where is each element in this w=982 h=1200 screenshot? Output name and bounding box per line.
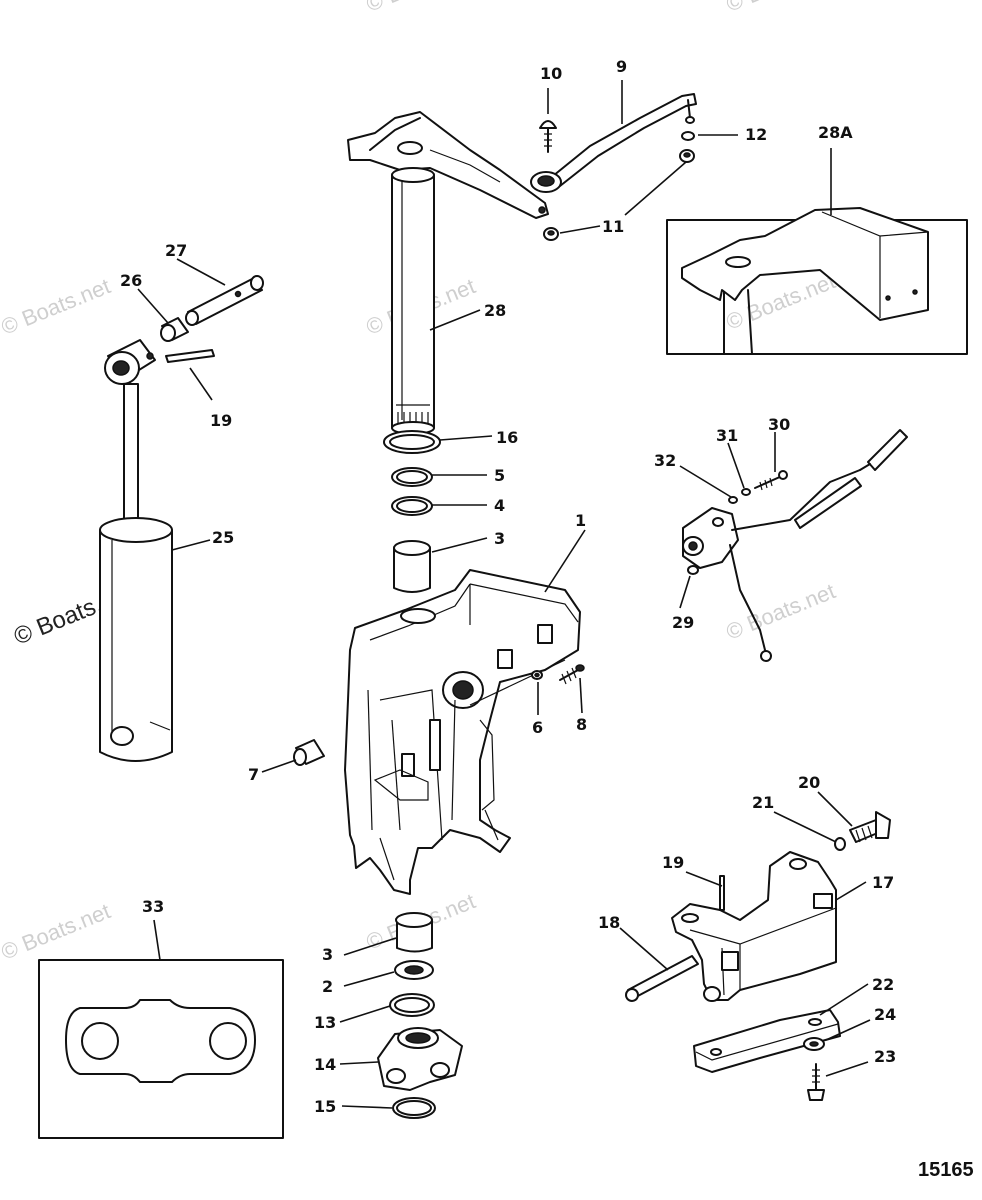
callout-labels: 10 9 12 28A 11 27 26 28 19 16 5 4 3 1 25… xyxy=(120,57,896,1116)
part-3-bushing-bottom xyxy=(395,912,433,953)
callout-12: 12 xyxy=(745,125,767,144)
figure-number: 15165 xyxy=(918,1159,974,1181)
part-22-plate xyxy=(693,1009,841,1073)
callout-19-top: 19 xyxy=(210,411,232,430)
part-3-bushing-top xyxy=(393,540,431,593)
part-19-pin-clamp xyxy=(719,875,725,911)
part-10-bolt xyxy=(539,120,557,153)
callout-8: 8 xyxy=(576,715,587,734)
callout-33: 33 xyxy=(142,897,164,916)
callout-13: 13 xyxy=(314,1013,336,1032)
callout-19-clamp: 19 xyxy=(662,853,684,872)
part-13-retainer xyxy=(389,993,435,1017)
callout-16: 16 xyxy=(496,428,518,447)
callout-1: 1 xyxy=(575,511,586,530)
watermark-text: © Boats.net xyxy=(363,0,479,17)
callout-28a: 28A xyxy=(818,123,853,142)
callout-27: 27 xyxy=(165,241,187,260)
callout-6: 6 xyxy=(532,718,543,737)
callout-17: 17 xyxy=(872,873,894,892)
part-16-washer xyxy=(383,430,441,454)
part-32-washer xyxy=(728,496,738,504)
part-26-bushing xyxy=(160,317,189,342)
watermark-text: © Boats.net xyxy=(0,273,114,339)
part-1-swivel-bracket xyxy=(344,569,581,895)
callout-5: 5 xyxy=(494,466,505,485)
callout-14: 14 xyxy=(314,1055,336,1074)
callout-32: 32 xyxy=(654,451,676,470)
part-8-screw xyxy=(559,664,585,685)
callout-9: 9 xyxy=(616,57,627,76)
part-15-snap-ring xyxy=(392,1097,436,1119)
part-33-gasket-box xyxy=(38,959,284,1139)
callout-11: 11 xyxy=(602,217,624,236)
part-11-nuts xyxy=(543,149,695,241)
part-2-seal xyxy=(394,960,434,980)
part-24-washer xyxy=(803,1037,825,1051)
part-19-pin-top xyxy=(165,349,215,363)
callout-15: 15 xyxy=(314,1097,336,1116)
part-12-washer xyxy=(681,131,695,141)
callout-18: 18 xyxy=(598,913,620,932)
callout-29: 29 xyxy=(672,613,694,632)
part-9-link-rod xyxy=(530,93,697,193)
callout-2: 2 xyxy=(322,977,333,996)
part-23-bolt xyxy=(807,1063,825,1101)
watermark-text: © Boats.net xyxy=(0,898,114,964)
callout-26: 26 xyxy=(120,271,142,290)
part-28a-inset xyxy=(666,207,968,355)
part-20-bolt xyxy=(849,811,891,843)
callout-22: 22 xyxy=(872,975,894,994)
part-14-steering-yoke xyxy=(377,1027,463,1091)
part-6-nut xyxy=(531,670,543,680)
callout-30: 30 xyxy=(768,415,790,434)
callout-24: 24 xyxy=(874,1005,896,1024)
part-4-washer xyxy=(391,496,433,516)
callout-3-top: 3 xyxy=(494,529,505,548)
leader-lines xyxy=(137,80,871,1109)
part-27-pin xyxy=(185,275,264,326)
callout-25: 25 xyxy=(212,528,234,547)
part-25-trim-cylinder xyxy=(99,339,173,762)
callout-3-bottom: 3 xyxy=(322,945,333,964)
callout-23: 23 xyxy=(874,1047,896,1066)
callout-28: 28 xyxy=(484,301,506,320)
part-31-washer xyxy=(741,488,751,496)
part-29-trim-sender xyxy=(682,429,908,662)
callout-31: 31 xyxy=(716,426,738,445)
part-18-pin xyxy=(625,955,699,1002)
callout-10: 10 xyxy=(540,64,562,83)
part-21-washer xyxy=(834,837,846,851)
part-5-washer xyxy=(391,467,433,487)
callout-20: 20 xyxy=(798,773,820,792)
watermark-text: © Boats.net xyxy=(723,0,839,17)
callout-7: 7 xyxy=(248,765,259,784)
part-7-bushing xyxy=(293,739,325,766)
callout-21: 21 xyxy=(752,793,774,812)
callout-4: 4 xyxy=(494,496,505,515)
part-28-steering-arm xyxy=(347,111,549,435)
part-17-clamp-bracket xyxy=(671,851,837,1002)
part-30-screw xyxy=(754,470,788,491)
